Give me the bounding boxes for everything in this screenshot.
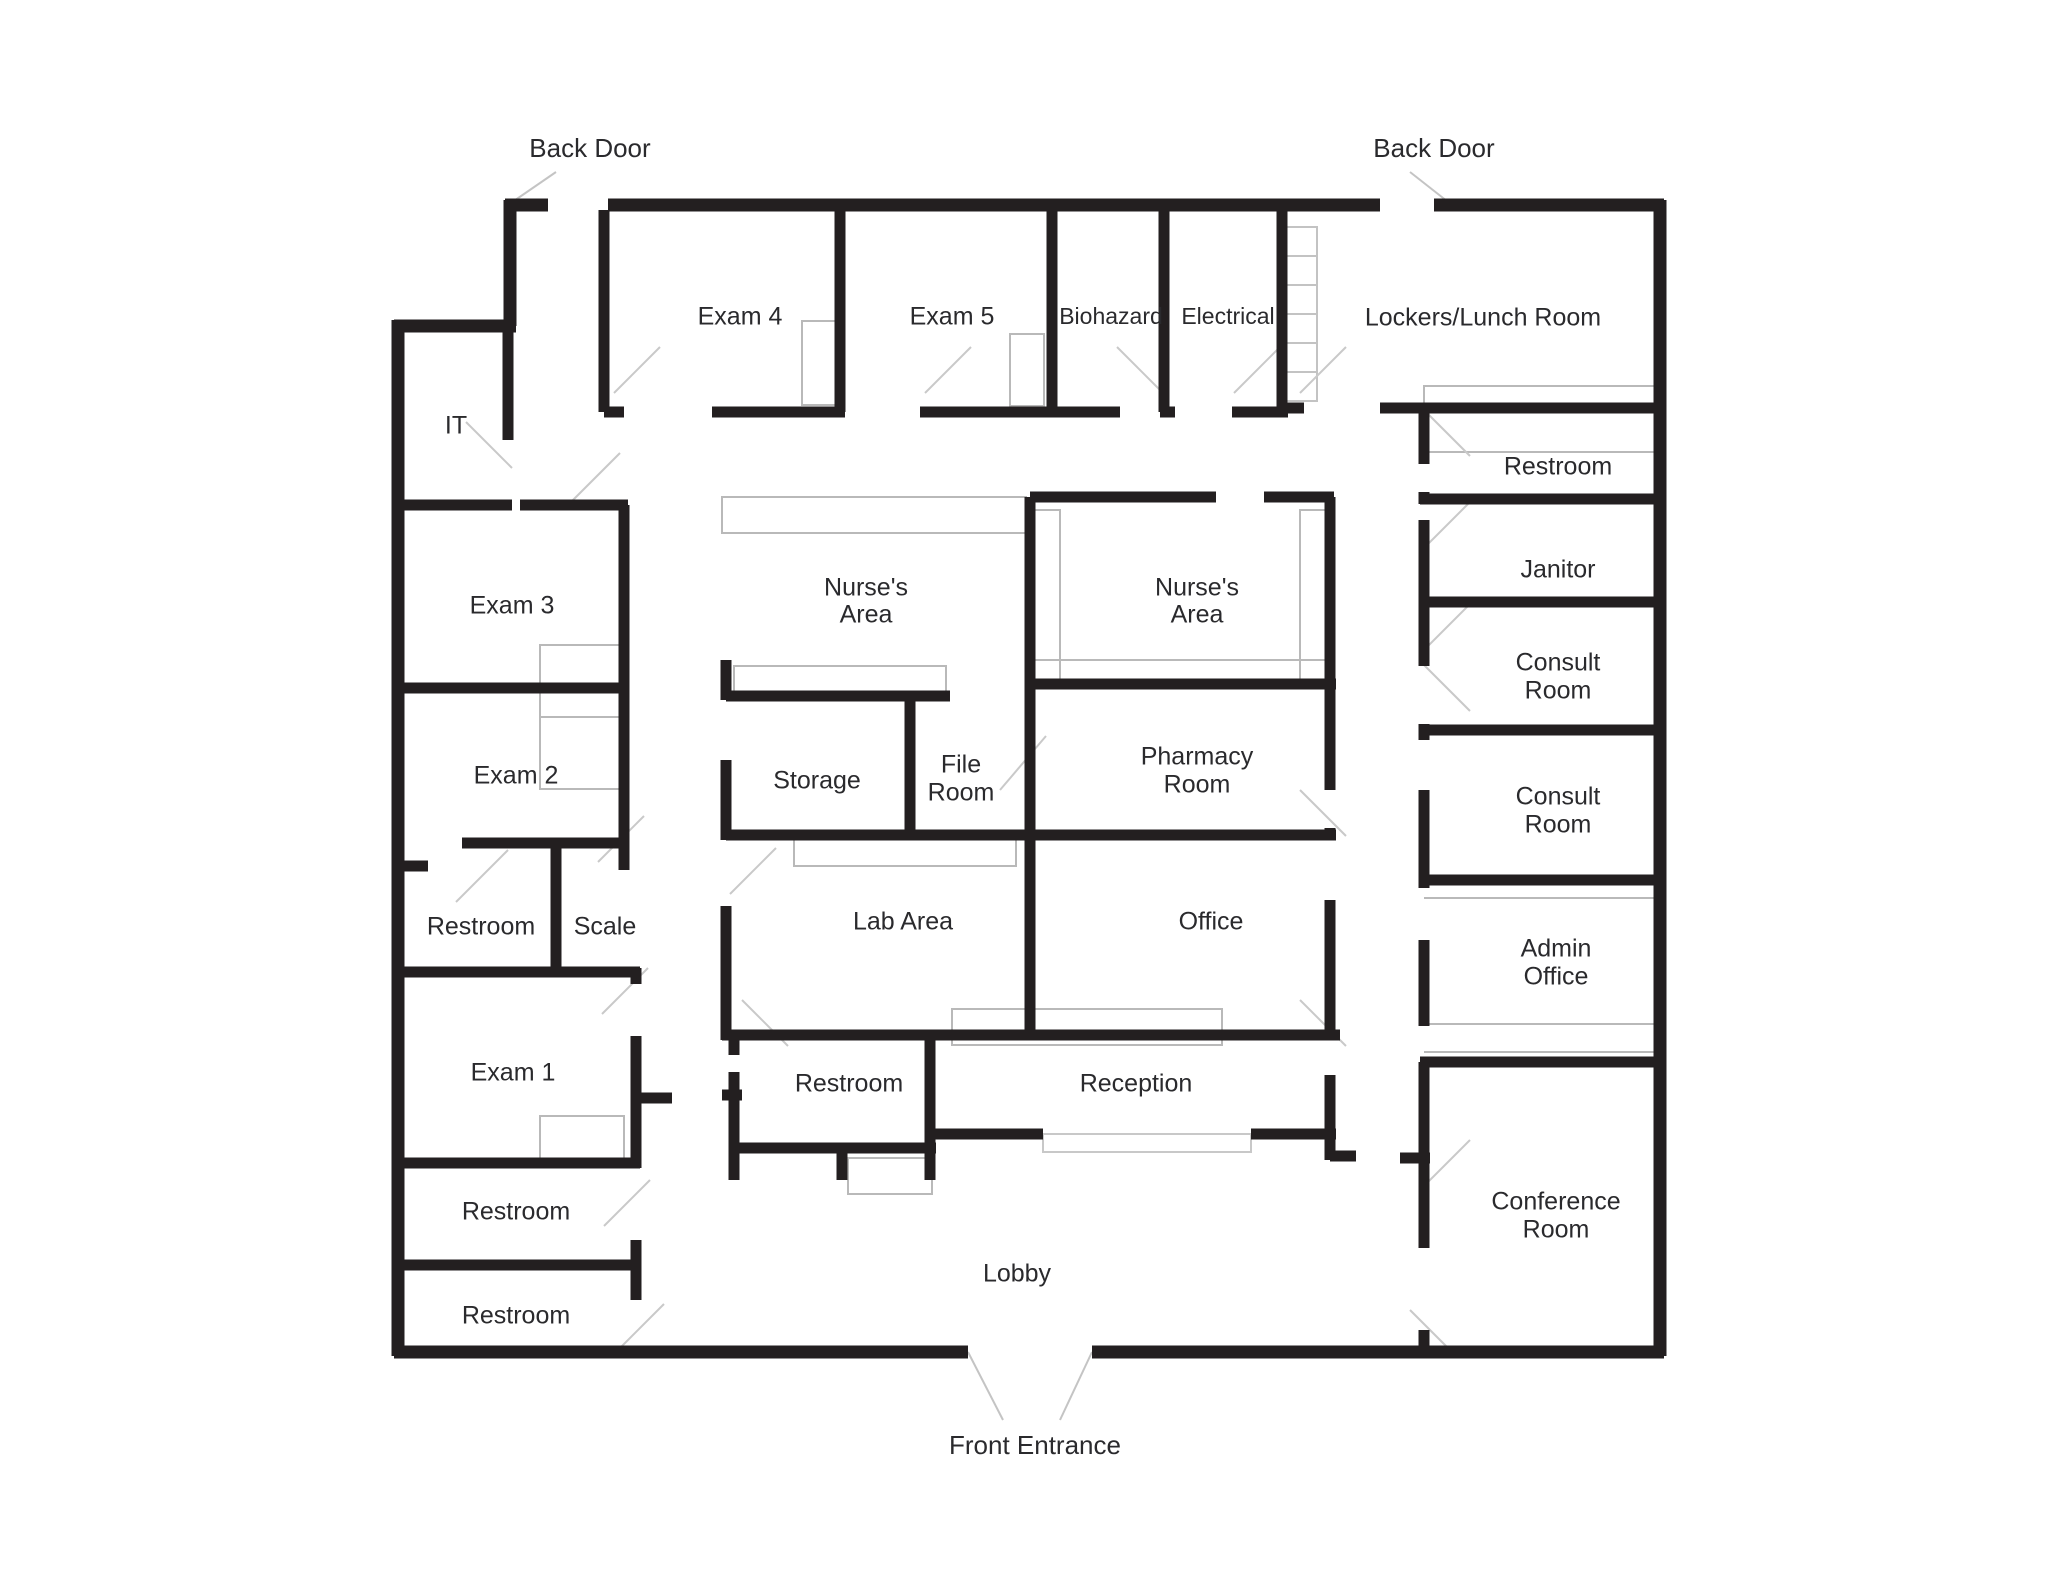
label-it: IT [445,412,467,440]
fixtures-layer [539,226,1665,1195]
fixture-reception-front-counter [1042,1133,1252,1153]
label-exam-3: Exam 3 [470,592,555,620]
walls-layer [391,198,1667,1359]
label-reception: Reception [1080,1070,1193,1098]
label-electrical: Electrical [1181,303,1274,329]
fixture-nurse-left-counter-top [721,496,1027,534]
label-lab-area: Lab Area [853,908,953,936]
fixture-exam5-counter [1009,333,1045,407]
label-nurses-area-left-line2: Area [840,601,893,629]
label-biohazard: Biohazard [1059,303,1163,329]
door-consult2 [1423,664,1471,712]
label-pharmacy-room-line2: Room [1164,771,1231,799]
door-lunchroom [1299,346,1347,394]
callout-front-entrance: Front Entrance [949,1430,1121,1460]
label-file-room-line1: File [941,751,981,779]
label-exam-4: Exam 4 [698,303,783,331]
label-restroom-w: Restroom [427,913,535,941]
label-consult-room-2-line1: Consult [1516,783,1601,811]
label-conference-room: Conference Room [1491,1188,1620,1244]
door-exam4 [613,346,661,394]
room-labels-layer: Exam 4 Exam 5 Biohazard Electrical Locke… [427,303,1621,1330]
leader-front-entrance-left [967,1351,1004,1421]
door-restroom-sw1 [603,1179,651,1227]
label-consult-room-2: Consult Room [1516,783,1601,839]
door-it [465,421,513,469]
door-electrical [1233,346,1281,394]
door-swings-layer [455,346,1471,1357]
door-biohazard [1116,346,1164,394]
fixture-nurse-right-counter-right [1299,509,1327,683]
label-restroom-center: Restroom [795,1070,903,1098]
fixture-restroom-center-sink [847,1157,933,1195]
fixture-nurse-right-counter-left [1033,509,1061,683]
label-restroom-sw-2: Restroom [462,1302,570,1330]
label-exam-2: Exam 2 [474,762,559,790]
fixture-exam4-counter [801,320,837,406]
door-pharmacy [1299,789,1347,837]
label-file-room: File Room [928,751,995,807]
label-office: Office [1179,908,1244,936]
callout-labels-layer: Back Door Back Door Front Entrance [529,133,1495,1460]
label-conference-room-line2: Room [1523,1216,1590,1244]
leader-front-entrance-right [1059,1351,1093,1421]
label-consult-room-1: Consult Room [1516,649,1601,705]
label-restroom-ne: Restroom [1504,453,1612,481]
door-restroom-sw2 [617,1303,665,1351]
label-pharmacy-room: Pharmacy Room [1141,743,1254,799]
door-consult1 [1423,603,1471,651]
label-storage: Storage [773,767,861,795]
label-admin-office-line1: Admin [1521,935,1592,963]
door-restroom-ne [1423,409,1471,457]
door-exam5 [924,346,972,394]
label-pharmacy-room-line1: Pharmacy [1141,743,1254,771]
label-janitor: Janitor [1520,556,1595,584]
label-consult-room-2-line2: Room [1525,811,1592,839]
callout-back-door-left: Back Door [529,133,651,163]
label-nurses-area-right-line1: Nurse's [1155,574,1239,602]
fixture-reception-desk [951,1008,1223,1046]
door-janitor [1423,501,1471,549]
label-file-room-line2: Room [928,779,995,807]
label-exam-5: Exam 5 [910,303,995,331]
label-lobby: Lobby [983,1260,1052,1288]
stairs-icon [1283,226,1318,402]
label-lockers-lunch: Lockers/Lunch Room [1365,304,1601,332]
label-nurses-area-right: Nurse's Area [1155,574,1239,629]
label-exam-1: Exam 1 [471,1059,556,1087]
door-restroom-w [455,849,509,903]
label-conference-room-line1: Conference [1491,1188,1620,1216]
label-restroom-sw-1: Restroom [462,1198,570,1226]
label-admin-office-line2: Office [1524,963,1589,991]
label-nurses-area-left: Nurse's Area [824,574,908,629]
callout-back-door-right: Back Door [1373,133,1495,163]
fixture-exam3-counter [539,644,625,718]
label-consult-room-1-line1: Consult [1516,649,1601,677]
label-nurses-area-right-line2: Area [1171,601,1224,629]
label-scale: Scale [574,913,637,941]
door-file-room [999,735,1047,791]
label-admin-office: Admin Office [1521,935,1592,991]
door-storage [729,847,777,895]
label-consult-room-1-line2: Room [1525,677,1592,705]
door-exam3 [565,452,621,508]
door-conference-top [1423,1139,1471,1187]
label-nurses-area-left-line1: Nurse's [824,574,908,602]
